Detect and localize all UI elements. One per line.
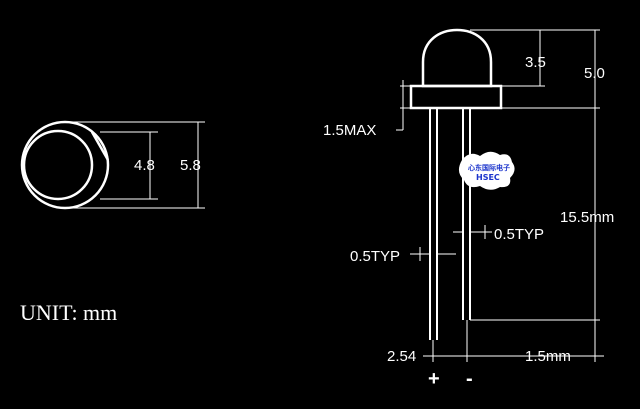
lead-width-left-label: 0.5TYP: [350, 248, 400, 265]
side-view: 3.5 5.0 1.5MAX 15.5mm 0.5TYP 0.5TYP 2.54: [323, 28, 614, 390]
head-height-label: 5.0: [584, 65, 605, 82]
lead-length-label: 15.5mm: [560, 209, 614, 226]
lead-offset-label: 1.5mm: [525, 348, 571, 365]
lens-dome: [421, 28, 493, 88]
cathode-minus-label: -: [466, 368, 473, 390]
dome-height-label: 3.5: [525, 54, 546, 71]
lead-spacing-label: 2.54: [387, 348, 416, 365]
flat-edge: [90, 131, 110, 161]
inner-diameter-label: 4.8: [134, 157, 155, 174]
flange: [409, 84, 503, 110]
lead-width-right-label: 0.5TYP: [494, 226, 544, 243]
hsec-watermark-logo: 心东国际电子 HSEC: [458, 151, 515, 190]
anode-plus-label: +: [428, 368, 440, 390]
watermark-line1: 心东国际电子: [468, 163, 510, 172]
top-view: 4.8 5.8: [20, 120, 205, 210]
outer-flange-circle: [20, 120, 110, 210]
lens-circle: [22, 129, 94, 201]
outer-diameter-label: 5.8: [180, 157, 201, 174]
watermark-line2: HSEC: [476, 173, 500, 182]
flange-thickness-label: 1.5MAX: [323, 122, 376, 139]
unit-label: UNIT: mm: [20, 300, 117, 325]
